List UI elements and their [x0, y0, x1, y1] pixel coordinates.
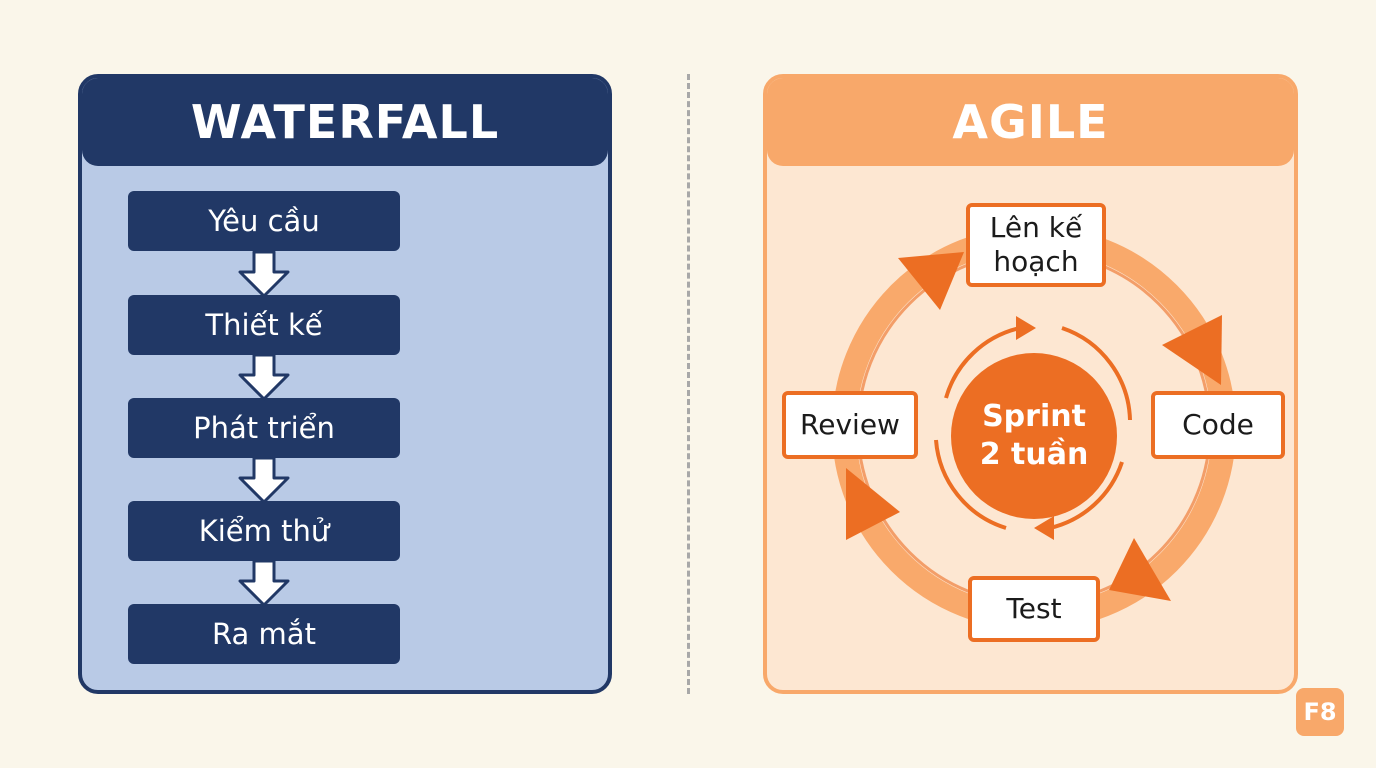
arrow-head-icon [1162, 315, 1222, 385]
waterfall-step-development: Phát triển [128, 398, 400, 458]
agile-title: AGILE [767, 78, 1294, 166]
sprint-duration: 2 tuần [979, 437, 1089, 472]
arrow-head-icon [1016, 316, 1036, 340]
waterfall-step-testing: Kiểm thử [128, 501, 400, 561]
down-arrow-icon [238, 559, 290, 607]
arrow-head-icon [846, 468, 900, 540]
agile-stage-review: Review [782, 391, 918, 459]
agile-stage-plan: Lên kế hoạch [966, 203, 1106, 287]
inner-arrow-top [944, 326, 1021, 399]
waterfall-step-design: Thiết kế [128, 295, 400, 355]
sprint-circle: Sprint 2 tuần [951, 353, 1117, 519]
agile-stage-plan-line2: hoạch [993, 245, 1079, 278]
waterfall-step-launch: Ra mắt [128, 604, 400, 664]
inner-arrow-left [934, 439, 1007, 530]
agile-stage-plan-line1: Lên kế [989, 211, 1083, 244]
sprint-label: Sprint [982, 399, 1086, 434]
down-arrow-icon [238, 353, 290, 401]
inner-arrow-right [1061, 326, 1132, 421]
waterfall-step-requirements: Yêu cầu [128, 191, 400, 251]
divider [687, 74, 690, 694]
arrow-head-icon [1109, 538, 1171, 601]
waterfall-panel: WATERFALL [78, 74, 612, 694]
arrow-head-icon [898, 252, 964, 310]
agile-stage-test: Test [968, 576, 1100, 642]
down-arrow-icon [238, 456, 290, 504]
arrow-head-icon [1034, 516, 1054, 540]
inner-arrow-bottom [1049, 461, 1124, 530]
waterfall-title: WATERFALL [82, 78, 608, 166]
agile-stage-code: Code [1151, 391, 1285, 459]
f8-logo: F8 [1296, 688, 1344, 736]
down-arrow-icon [238, 250, 290, 298]
